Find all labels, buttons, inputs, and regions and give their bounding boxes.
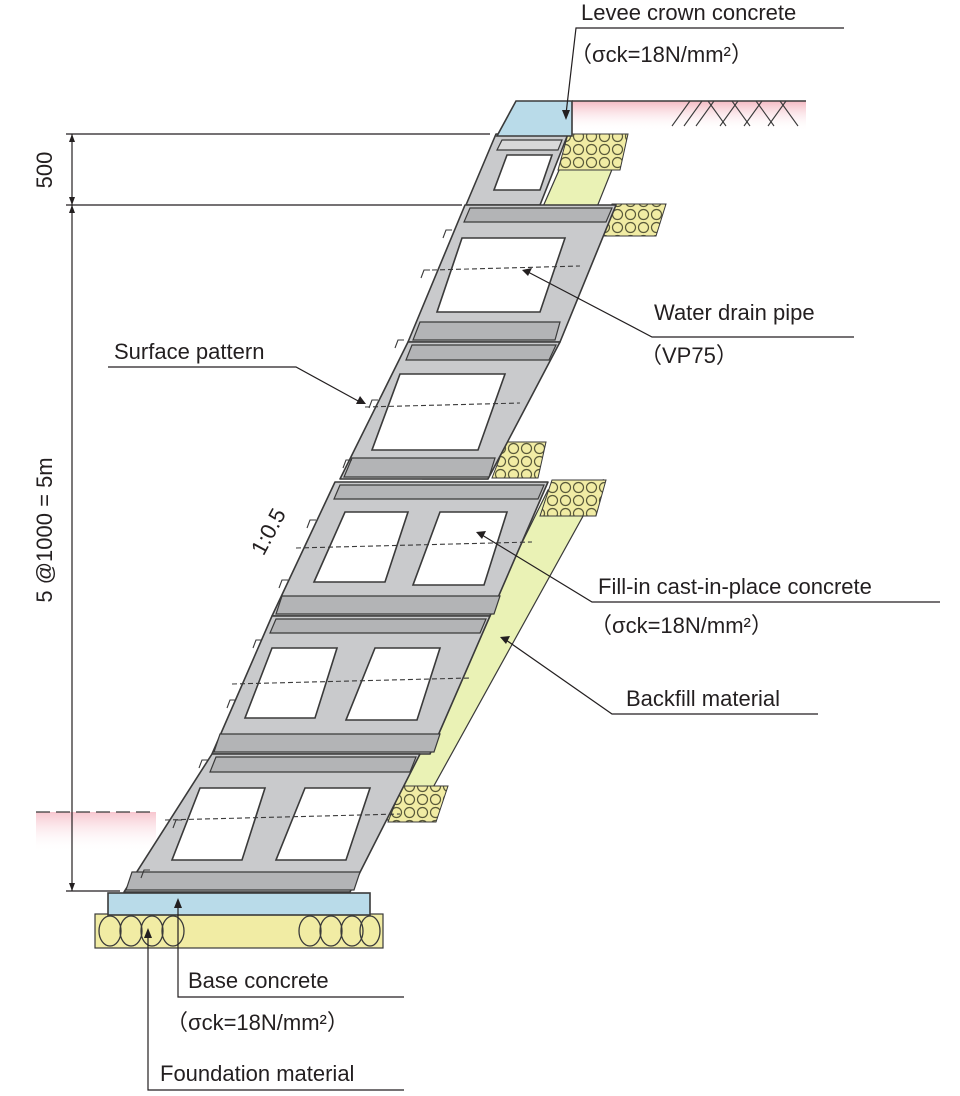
leader-fill-in (476, 531, 940, 603)
leader-surface-pattern (108, 366, 366, 404)
block-row-5 (211, 615, 491, 755)
label-fill-in: Fill-in cast-in-place concrete (598, 574, 872, 599)
foundation-ovals (98, 915, 381, 947)
dim-arrow (69, 197, 75, 205)
foundation-material (94, 913, 384, 949)
leader-water-drain (522, 268, 854, 338)
leader-base-concrete (174, 898, 404, 998)
label-backfill: Backfill material (626, 686, 780, 711)
base-concrete (107, 892, 371, 916)
dim-arrow (69, 883, 75, 891)
block-row-2 (407, 204, 617, 343)
gravel-band-4 (539, 479, 607, 517)
leader-foundation (144, 928, 404, 1091)
toe-ground-tint (36, 812, 156, 852)
label-water-drain: Water drain pipe (654, 300, 815, 325)
crest-ground-tint (572, 101, 806, 131)
gravel-band-5 (387, 785, 449, 823)
block-row-6 (123, 753, 421, 893)
slope-text: 1:0.5 (246, 504, 291, 559)
leader-levee-crown (562, 27, 844, 120)
label-water-drain-spec: （VP75） (640, 343, 738, 368)
dim-arrow (69, 134, 75, 142)
label-levee-crown-spec: （σck=18N/mm²） (570, 42, 753, 67)
ground-hatching (671, 100, 799, 127)
dim-top-text: 500 (32, 152, 57, 189)
leader-backfill (500, 636, 818, 715)
levee-crown-concrete (495, 100, 573, 137)
label-base-concrete-spec: （σck=18N/mm²） (166, 1010, 349, 1035)
dim-main-text: 5 @1000 = 5m (32, 457, 57, 602)
block-row-3 (339, 341, 561, 480)
label-fill-in-spec: （σck=18N/mm²） (590, 613, 773, 638)
gravel-band-1 (557, 133, 629, 171)
dim-arrow (69, 205, 75, 213)
block-row-4 (271, 481, 549, 617)
surface-pattern-teeth (140, 229, 452, 879)
label-foundation: Foundation material (160, 1061, 354, 1086)
gravel-band-3 (491, 441, 547, 479)
label-base-concrete: Base concrete (188, 968, 329, 993)
label-levee-crown: Levee crown concrete (581, 0, 796, 25)
label-surface-pattern: Surface pattern (114, 339, 264, 364)
